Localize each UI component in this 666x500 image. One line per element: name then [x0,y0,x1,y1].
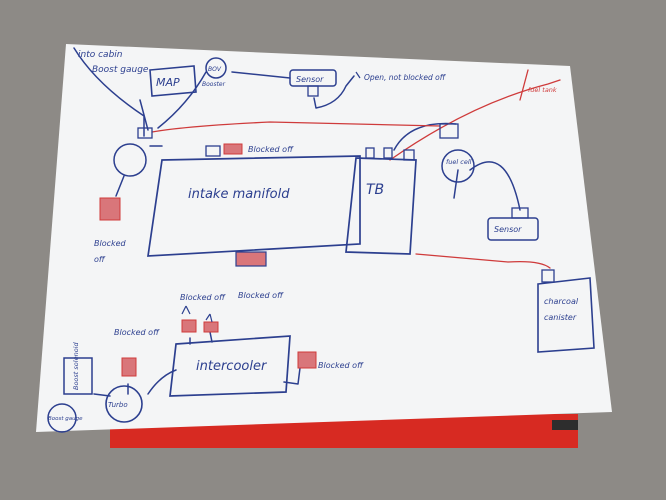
label-sensor-right: Sensor [494,225,522,234]
canister-port [541,269,555,283]
tb-port-2 [383,147,393,159]
fuel-sensor-line [469,161,521,211]
ic-cap-right [297,351,317,369]
ic-cap-1 [181,319,197,333]
label-boost-gauge: Boost gauge [92,65,149,75]
label-blocked-pair-2: Blocked off [238,291,284,300]
label-bov: BOV [208,66,222,73]
fuel-cell-drop [453,169,459,199]
ic-cap-2 [203,321,219,333]
map-line [139,99,149,131]
book-clip [552,420,578,430]
labels: into cabin Boost gauge MAP BOV Booster S… [48,50,579,422]
label-boost-gauge-small: Boost gauge [48,416,83,422]
intercooler [169,335,291,397]
turbo-circle [105,385,143,423]
charcoal-canister [537,277,595,353]
label-intake-manifold: intake manifold [188,187,290,202]
label-blocked-ic-left: Blocked off [114,328,160,337]
gauge-line [73,47,145,137]
red-lines [151,69,561,269]
blocked-cap-left [99,197,121,221]
open-line [313,75,355,109]
turbo-cap [121,357,137,377]
small-boost-gauge [47,403,77,433]
label-booster: Booster [202,81,226,88]
arrow-mark-3 [355,71,361,79]
label-blocked-off-top: Blocked off [248,145,294,154]
label-charcoal-2: canister [544,313,577,322]
label-sensor-top: Sensor [296,75,324,84]
label-into-cabin: into cabin [78,50,123,60]
label-intercooler: intercooler [196,359,268,374]
label-fuel-cell: fuel cell [446,158,472,166]
manifold-top-port [205,145,221,157]
paper-sheet [36,44,612,432]
boost-solenoid-box [63,357,93,395]
booster-circle [205,57,227,79]
sensor-line [231,71,291,79]
ic-right-line [283,367,301,385]
arrow-mark-1 [181,305,191,315]
label-boost-solenoid: Boost solenoid [72,342,80,390]
label-blocked-left-2: off [94,255,106,264]
top-sensor-port [307,85,319,97]
tb-port-3 [403,149,415,161]
tb-port-1 [365,147,375,159]
fuel-tank-line [389,79,561,161]
label-fuel-tank: fuel tank [528,86,557,94]
left-blocked-line [115,175,125,197]
bov-valve [113,143,147,177]
canister-line [415,253,551,269]
throttle-body [345,157,417,255]
intake-manifold [147,155,361,257]
booster-line [157,71,207,129]
label-blocked-left-1: Blocked [94,239,127,248]
vacuum-line [151,121,441,133]
arrow-mark-2 [205,313,213,323]
right-sensor-port [511,207,529,219]
blocked-cap-top [223,143,243,155]
manifold-bottom-port [235,251,267,267]
label-open-not-blocked: Open, not blocked off [364,73,447,82]
label-charcoal-1: charcoal [544,297,579,306]
label-blocked-ic-right: Blocked off [318,361,364,370]
label-blocked-pair-1: Blocked off [180,293,226,302]
fuel-cell-circle [441,149,475,183]
map-sensor-box [149,65,197,97]
fuel-cell-port [439,123,459,139]
bov-port [137,127,153,139]
label-tb: TB [366,182,384,198]
blue-lines [73,47,521,397]
label-turbo: Turbo [108,401,128,409]
label-map: MAP [156,76,180,89]
ic-top-right [209,331,213,343]
fuel-tank-mark [519,69,529,101]
